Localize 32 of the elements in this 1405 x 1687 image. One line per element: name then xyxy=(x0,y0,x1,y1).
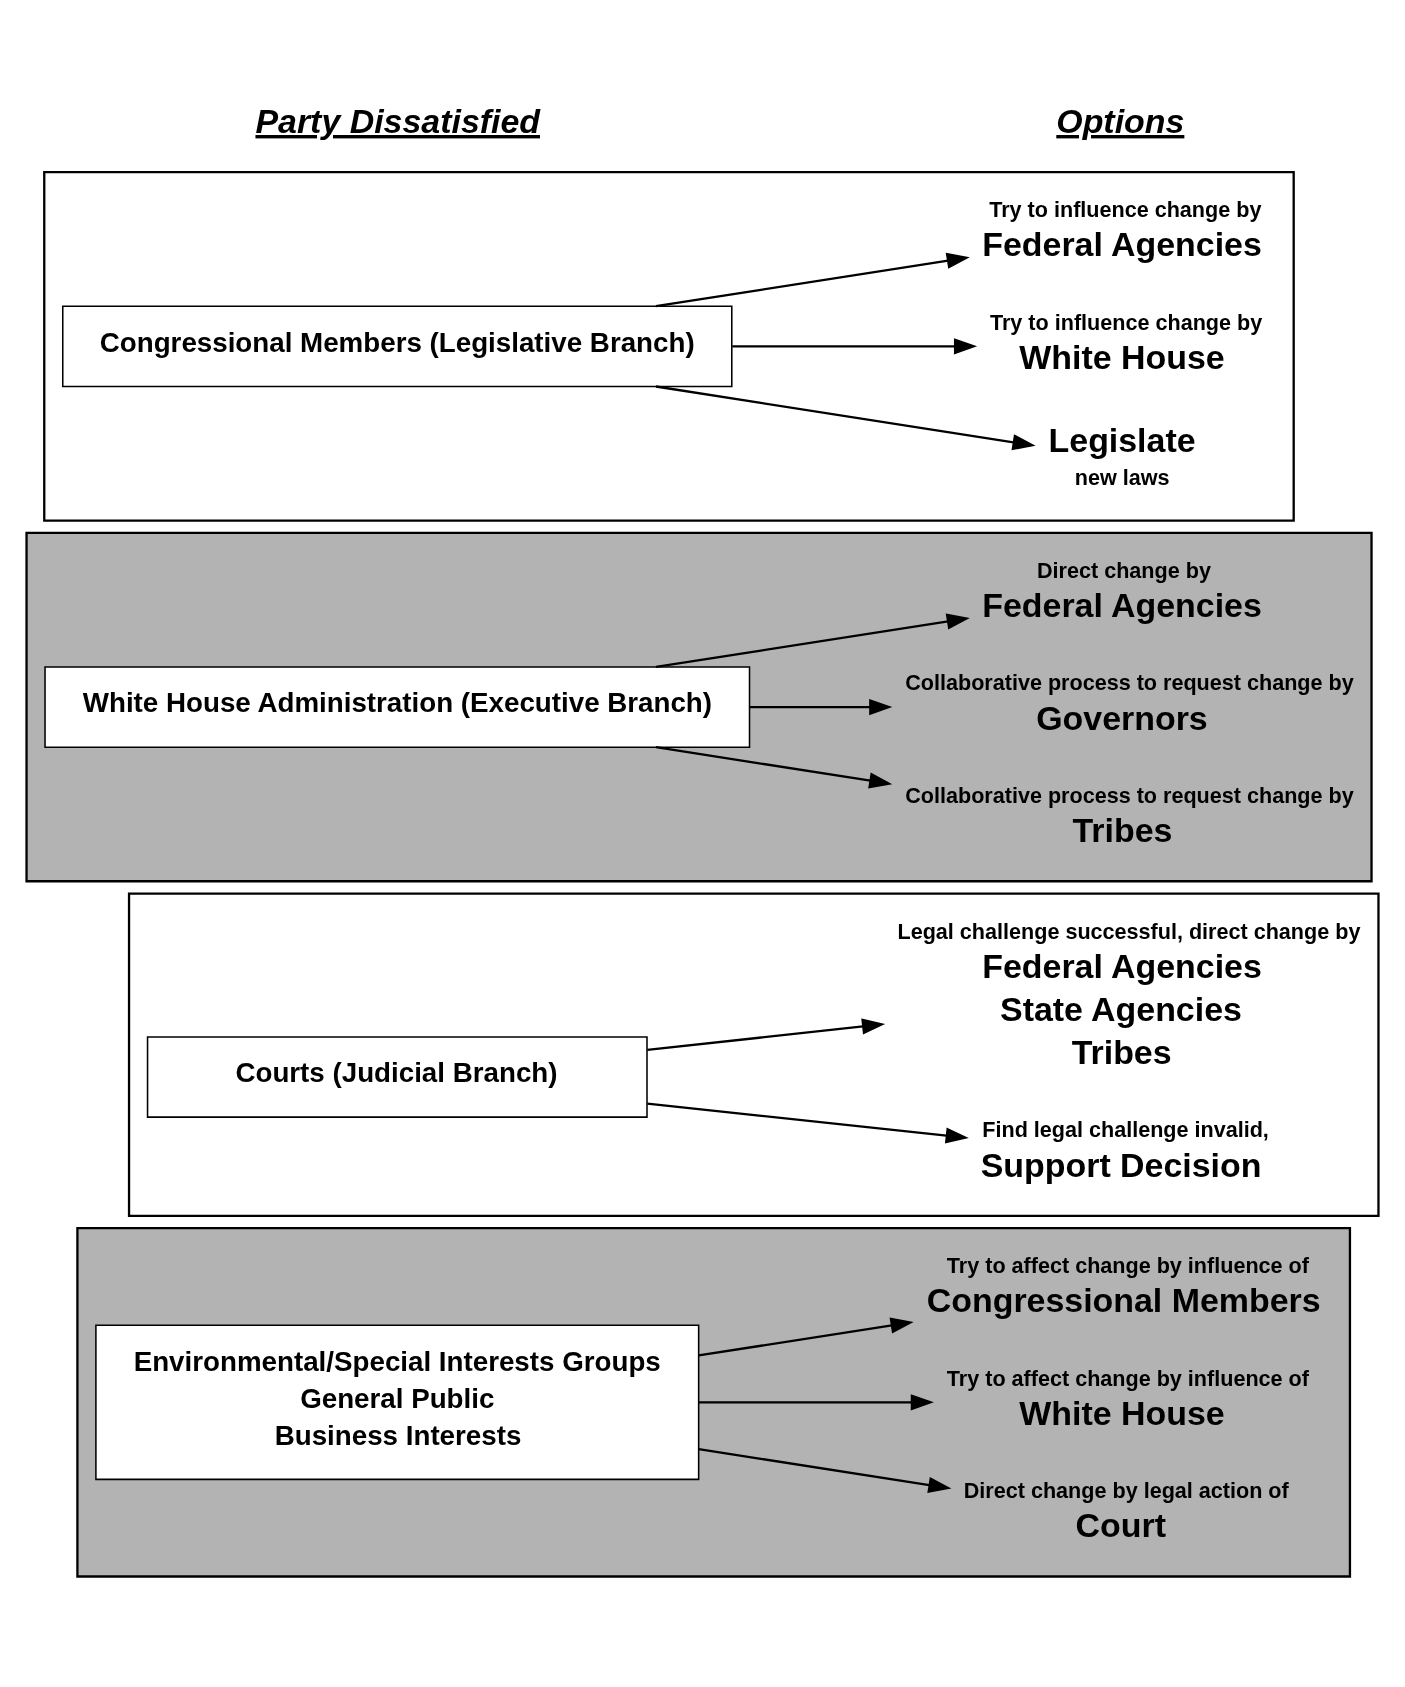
arrow xyxy=(647,1102,969,1144)
arrow xyxy=(732,338,978,355)
arrow xyxy=(749,698,893,716)
node-box: White House Administration (Executive Branch) xyxy=(44,666,751,748)
node-text: Try to affect change by influence of Congressional Members xyxy=(926,1253,1321,1320)
label: Party Dissatisfied xyxy=(255,102,541,140)
node-text: Direct change by Federal Agencies xyxy=(982,557,1262,625)
arrow xyxy=(698,1394,934,1411)
node-text: Direct change by legal action of Court xyxy=(963,1478,1289,1545)
node-text: Try to affect change by influence of White House xyxy=(946,1365,1309,1432)
arrow xyxy=(655,252,970,308)
node-text: Try to influence change by Federal Agencies xyxy=(982,197,1262,264)
arrow xyxy=(655,385,1036,451)
node-text: Legislate new laws xyxy=(1048,421,1196,491)
node-text: Collaborative process to request change by Tribes xyxy=(905,782,1354,850)
node-text: Legal challenge successful, direct change by Federal Agencies State Agencies Tribes xyxy=(897,918,1361,1072)
node-text: Find legal challenge invalid, Support Decision xyxy=(980,1117,1269,1184)
arrow xyxy=(698,1317,914,1357)
cluster xyxy=(25,531,1373,883)
cluster xyxy=(127,892,1380,1217)
arrow xyxy=(655,746,893,789)
node-text: Collaborative process to request change by Governors xyxy=(905,670,1354,737)
cluster xyxy=(43,171,1295,522)
node-box: Congressional Members (Legislative Branch) xyxy=(62,305,733,388)
node-text: Try to influence change by White House xyxy=(990,309,1263,376)
arrow xyxy=(655,613,970,669)
node-box: Courts (Judicial Branch) xyxy=(146,1036,648,1118)
cluster xyxy=(76,1226,1352,1578)
arrow xyxy=(698,1448,952,1493)
arrow xyxy=(647,1018,886,1052)
node-box: Environmental/Special Interests Groups General Public Business Interests xyxy=(95,1324,700,1481)
label: Options xyxy=(1056,102,1185,140)
